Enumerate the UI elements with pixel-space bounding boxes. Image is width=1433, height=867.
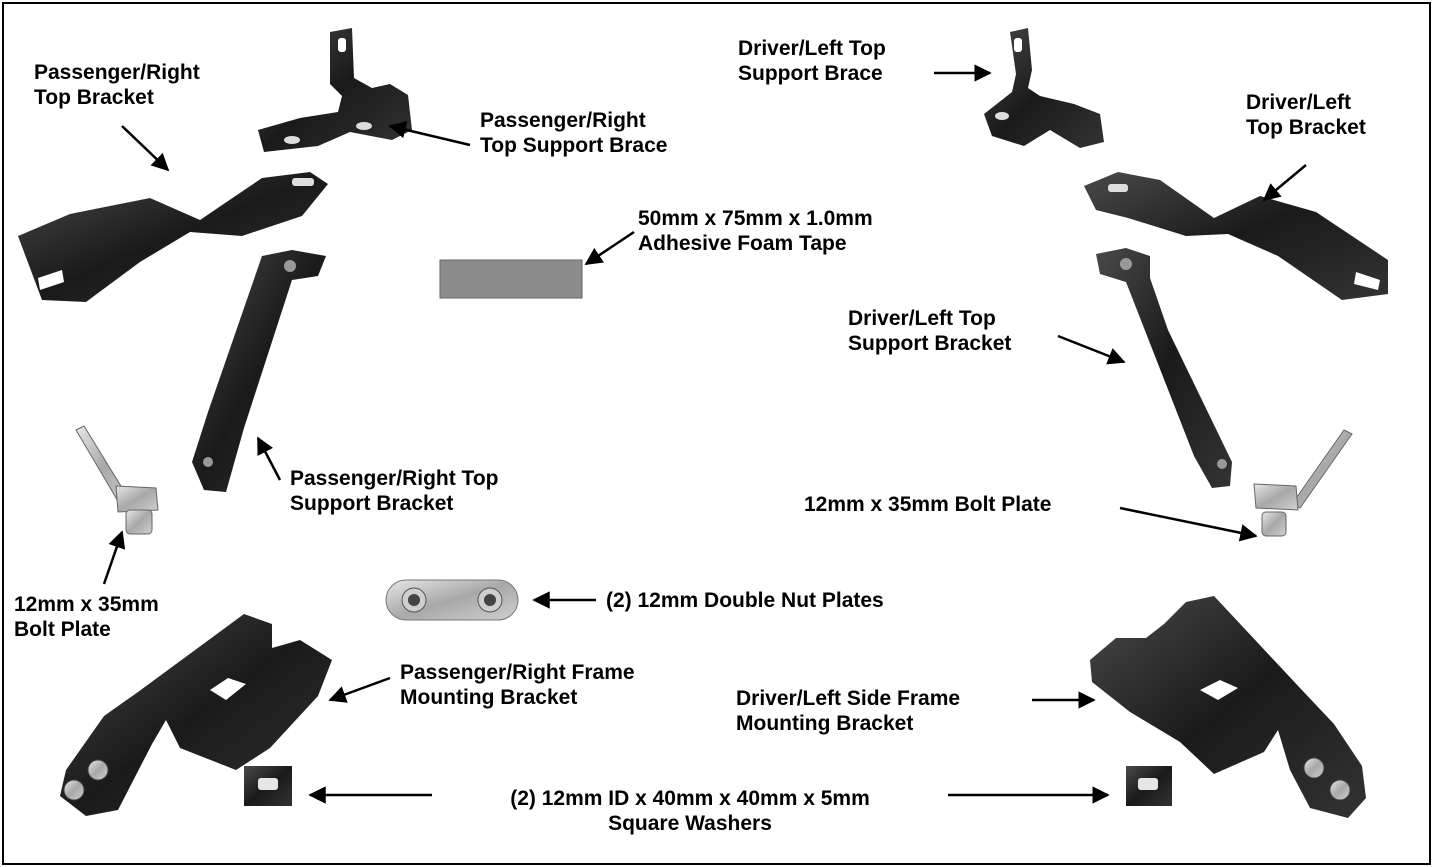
label-driver-top-support-bracket: Driver/Left Top Support Bracket bbox=[848, 307, 1012, 355]
bolt-plate-right-part bbox=[1253, 429, 1353, 537]
pass-top-bracket-part bbox=[18, 172, 328, 302]
arrow-pass-top-support-brace bbox=[388, 121, 471, 147]
label-foam-tape: 50mm x 75mm x 1.0mm Adhesive Foam Tape bbox=[638, 207, 873, 255]
label-bolt-plate-left: 12mm x 35mm Bolt Plate bbox=[14, 593, 159, 641]
arrow-foam-tape bbox=[584, 230, 635, 266]
square-washer-left-part bbox=[244, 766, 292, 806]
driver-top-bracket-part bbox=[1084, 172, 1388, 300]
arrow-pass-top-bracket bbox=[121, 125, 170, 172]
label-pass-frame-bracket: Passenger/Right Frame Mounting Bracket bbox=[400, 661, 635, 709]
label-driver-frame-bracket: Driver/Left Side Frame Mounting Bracket bbox=[736, 687, 961, 735]
arrow-bolt-plate-right bbox=[1119, 506, 1258, 542]
arrow-pass-frame-bracket bbox=[328, 676, 391, 703]
driver-frame-bracket-part bbox=[1090, 596, 1366, 818]
label-pass-top-bracket: Passenger/Right Top Bracket bbox=[34, 61, 200, 109]
label-pass-top-support-bracket: Passenger/Right Top Support Bracket bbox=[290, 467, 499, 515]
bolt-plate-left-part bbox=[75, 425, 159, 535]
square-washer-right-part bbox=[1126, 766, 1172, 806]
pass-top-support-brace-part bbox=[258, 28, 412, 152]
arrow-driver-top-support-bracket bbox=[1057, 334, 1126, 365]
label-nut-plates: (2) 12mm Double Nut Plates bbox=[606, 589, 884, 612]
arrow-bolt-plate-left bbox=[102, 530, 126, 585]
arrow-pass-top-support-bracket bbox=[256, 436, 282, 481]
label-driver-top-support-brace: Driver/Left Top Support Brace bbox=[738, 37, 886, 85]
label-washers: (2) 12mm ID x 40mm x 40mm x 5mm Square W… bbox=[510, 787, 870, 835]
label-pass-top-support-brace: Passenger/Right Top Support Brace bbox=[480, 109, 668, 157]
label-bolt-plate-right: 12mm x 35mm Bolt Plate bbox=[804, 493, 1052, 516]
label-driver-top-bracket: Driver/Left Top Bracket bbox=[1246, 91, 1366, 139]
pass-frame-bracket-part bbox=[60, 614, 332, 816]
arrow-driver-top-bracket bbox=[1262, 164, 1307, 202]
driver-top-support-brace-part bbox=[984, 28, 1104, 148]
driver-top-support-bracket-part bbox=[1096, 248, 1232, 488]
double-nut-plate-part bbox=[385, 579, 519, 621]
pass-top-support-bracket-part bbox=[192, 250, 326, 492]
foam-tape-part bbox=[439, 259, 583, 299]
